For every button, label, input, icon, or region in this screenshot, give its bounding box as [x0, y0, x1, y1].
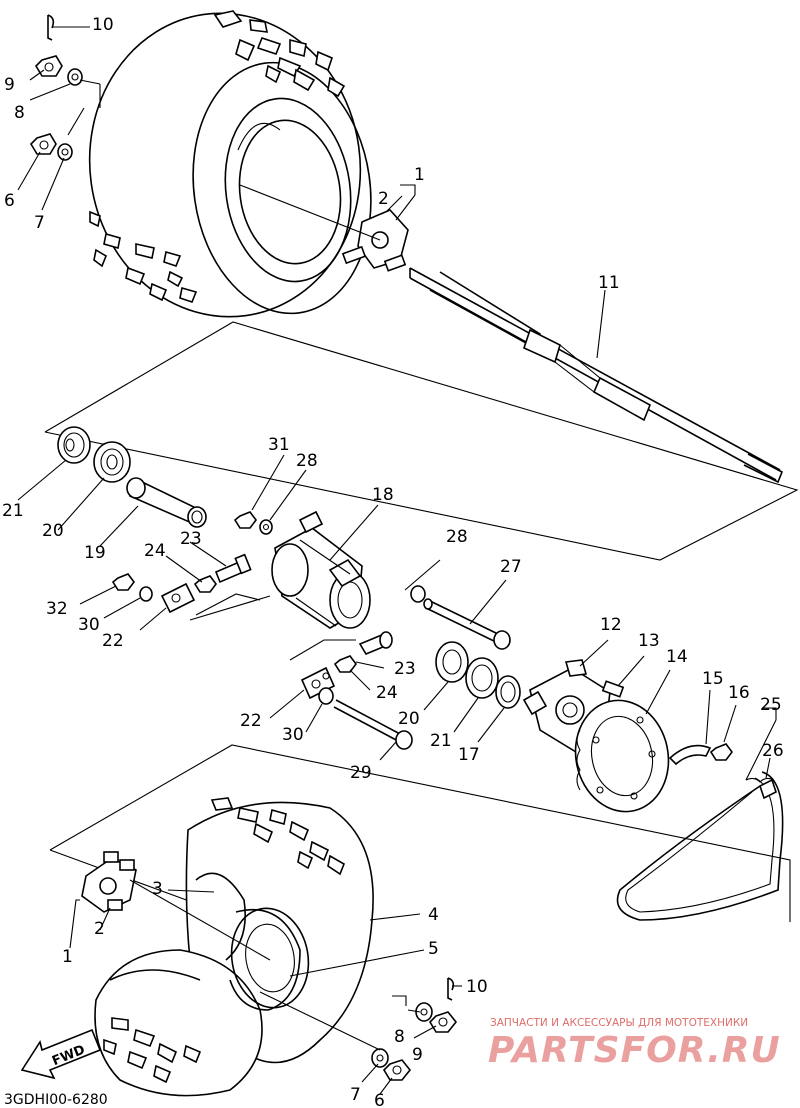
callout-22-upper: 22	[102, 631, 124, 651]
callout-9-lower: 9	[412, 1045, 423, 1065]
callout-25: 25	[760, 695, 782, 715]
callout-22-lower: 22	[240, 711, 262, 731]
callout-18: 18	[372, 485, 394, 505]
callout-1-upper: 1	[414, 165, 425, 185]
callout-13: 13	[638, 631, 660, 651]
ring-17	[495, 675, 521, 709]
bolt-27	[423, 598, 511, 650]
lower-leader-lines	[69, 879, 462, 1095]
adjuster-22-lower	[300, 666, 336, 700]
callout-23-lower: 23	[394, 659, 416, 679]
callout-15: 15	[702, 669, 724, 689]
callout-32: 32	[46, 599, 68, 619]
sprocket-14	[574, 699, 670, 813]
callout-12: 12	[600, 615, 622, 635]
callout-11: 11	[598, 273, 620, 293]
callout-26: 26	[762, 741, 784, 761]
callout-2-upper: 2	[378, 189, 389, 209]
upper-leader-lines	[17, 26, 606, 359]
lower-tire-tread	[103, 797, 346, 1084]
callout-19: 19	[84, 543, 106, 563]
nut-16	[709, 743, 733, 761]
callout-4: 4	[428, 905, 439, 925]
washer-28-right	[410, 585, 426, 603]
callout-7-lower: 7	[350, 1085, 361, 1105]
oil-seal-21	[57, 426, 91, 464]
callout-7-upper: 7	[34, 213, 45, 233]
watermark: ЗАПЧАСТИ И АКСЕССУАРЫ ДЛЯ МОТОТЕХНИКИ PA…	[488, 1017, 781, 1071]
callout-28-right: 28	[446, 527, 468, 547]
washer-30-upper	[139, 586, 153, 602]
callout-24-lower: 24	[376, 683, 398, 703]
callout-labels: 10 9 8 6 7 1 2 11 21 20 19 31 28 18 23 2…	[2, 15, 784, 1108]
lower-right-fasteners	[371, 977, 458, 1081]
bolt-13	[601, 680, 625, 698]
callout-21-lower: 21	[430, 731, 452, 751]
bolt-29	[333, 699, 413, 750]
callout-27: 27	[500, 557, 522, 577]
callout-8-upper: 8	[14, 103, 25, 123]
rear-axle	[409, 267, 784, 484]
nut-24-upper	[193, 575, 217, 593]
callout-6-lower: 6	[374, 1091, 385, 1108]
axle-hub-housing-18	[271, 510, 371, 629]
middle-leader-lines	[17, 454, 777, 781]
bearing-20	[93, 441, 131, 483]
lower-wheel-hub	[81, 851, 137, 913]
callout-8-lower: 8	[394, 1027, 405, 1047]
upper-left-fasteners	[29, 14, 101, 161]
callout-20-upper: 20	[42, 521, 64, 541]
callout-31: 31	[268, 435, 290, 455]
lock-plate-15	[668, 744, 712, 766]
bearing-20-lower	[435, 641, 469, 683]
callout-6-upper: 6	[4, 191, 15, 211]
callout-16: 16	[728, 683, 750, 703]
callout-23-upper: 23	[180, 529, 202, 549]
callout-30-lower: 30	[282, 725, 304, 745]
bolt-23-upper	[214, 553, 252, 584]
washer-30-lower	[318, 687, 334, 705]
bolt-nut-31-28	[233, 511, 273, 535]
drive-chain-25	[616, 771, 784, 921]
callout-14: 14	[666, 647, 688, 667]
callout-29: 29	[350, 763, 372, 783]
lower-tire	[94, 797, 374, 1097]
upper-tire-tread	[89, 10, 346, 303]
watermark-tagline: ЗАПЧАСТИ И АКСЕССУАРЫ ДЛЯ МОТОТЕХНИКИ	[490, 1017, 748, 1029]
master-link-26	[759, 778, 777, 800]
nut-24-lower	[333, 655, 357, 673]
callout-20-lower: 20	[398, 709, 420, 729]
callout-9-upper: 9	[4, 75, 15, 95]
callout-10-upper: 10	[92, 15, 114, 35]
callout-10-lower: 10	[466, 977, 488, 997]
callout-21-upper: 21	[2, 501, 24, 521]
forward-direction-indicator: FWD	[20, 1028, 102, 1080]
callout-3: 3	[152, 879, 163, 899]
seal-21-lower	[465, 657, 499, 699]
callout-5: 5	[428, 939, 439, 959]
upper-tire	[88, 10, 372, 318]
callout-30-upper: 30	[78, 615, 100, 635]
callout-24-upper: 24	[144, 541, 166, 561]
collar-19	[126, 477, 207, 528]
callout-2-lower: 2	[94, 919, 105, 939]
callout-28-upper: 28	[296, 451, 318, 471]
adjuster-22-upper	[160, 582, 196, 614]
upper-wheel-hub	[341, 209, 409, 272]
nut-32	[111, 573, 135, 591]
callout-17: 17	[458, 745, 480, 765]
callout-1-lower: 1	[62, 947, 73, 967]
diagram-code: 3GDHI00-6280	[4, 1092, 108, 1108]
upper-assembly-outline	[44, 321, 799, 561]
lower-assembly-outline	[49, 744, 791, 922]
bolt-23-lower	[358, 631, 393, 656]
watermark-brand: PARTSFOR.RU	[488, 1030, 781, 1071]
